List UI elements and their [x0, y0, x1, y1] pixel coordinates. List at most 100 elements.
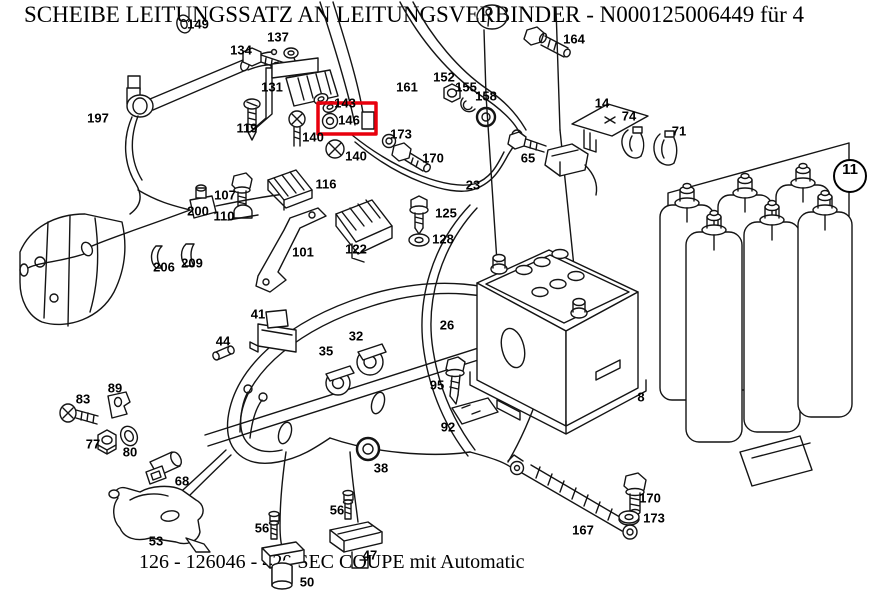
battery-icon: [470, 250, 646, 435]
washer-140b-icon: [326, 140, 344, 158]
part-label-38: 38: [373, 460, 389, 476]
clamp-plate-92-icon: [452, 398, 498, 424]
grommet-158-icon: [477, 108, 495, 126]
bolt-164-icon: [524, 27, 571, 58]
part-label-89: 89: [107, 380, 123, 396]
cable-26-icon: [422, 205, 477, 456]
clamp-35-icon: [326, 366, 354, 395]
part-label-170: 170: [639, 490, 661, 506]
part-label-137: 137: [267, 29, 289, 45]
clip-206-icon: [152, 246, 163, 268]
sensor-200-icon: [20, 185, 285, 276]
part-label-119: 119: [236, 120, 258, 136]
part-label-65: 65: [520, 150, 536, 166]
washer-128-icon: [409, 234, 429, 246]
part-label-71: 71: [671, 123, 687, 139]
bolt-107-icon: [232, 173, 252, 212]
part-label-158: 158: [475, 88, 497, 104]
part-label-41: 41: [250, 306, 266, 322]
part-label-131: 131: [261, 79, 283, 95]
bolt-95-icon: [446, 357, 465, 404]
clamp-32-icon: [357, 344, 386, 375]
terminal-clamp-icon: [545, 144, 597, 195]
part-label-32: 32: [348, 328, 364, 344]
main-cable-icon: [320, 2, 578, 306]
clamp-110-icon: [228, 205, 258, 220]
connector-122-icon: [336, 200, 392, 262]
part-label-134: 134: [230, 42, 252, 58]
part-label-107: 107: [214, 187, 236, 203]
part-label-125: 125: [435, 205, 457, 221]
part-label-53: 53: [148, 533, 164, 549]
part-label-143: 143: [334, 95, 356, 111]
cable-197-icon: [126, 50, 279, 215]
part-label-74: 74: [621, 108, 637, 124]
part-label-8: 8: [637, 389, 645, 405]
bolt-170b-icon: [624, 473, 646, 515]
part-label-173: 173: [390, 126, 412, 142]
part-label-77: 77: [85, 436, 101, 452]
part-label-35: 35: [318, 343, 334, 359]
washer-173a-icon: [383, 135, 396, 148]
bracket-131-icon: [250, 58, 338, 132]
highlight-box: [318, 103, 376, 134]
screw-140a-icon: [289, 111, 305, 146]
part-label-152: 152: [433, 69, 455, 85]
part-label-140: 140: [345, 148, 367, 164]
part-label-44: 44: [215, 333, 231, 349]
clip-71-icon: [654, 131, 677, 165]
part-label-170: 170: [422, 150, 444, 166]
washer-155-icon: [461, 98, 475, 112]
plate-89-icon: [108, 392, 130, 418]
washer-173b-icon: [619, 511, 639, 525]
part-label-200: 200: [187, 203, 209, 219]
part-label-95: 95: [429, 377, 445, 393]
grommet-38-icon: [357, 438, 379, 460]
page-title: SCHEIBE LEITUNGSSATZ AN LEITUNGSVERBINDE…: [24, 2, 805, 27]
part-label-155: 155: [455, 79, 477, 95]
part-label-128: 128: [432, 231, 454, 247]
part-label-56: 56: [254, 520, 270, 536]
terminal-68-icon: [146, 450, 183, 484]
part-label-173: 173: [643, 510, 665, 526]
part-label-50: 50: [299, 574, 315, 590]
clamp-53-icon: [109, 486, 210, 552]
screw-83-icon: [60, 404, 98, 424]
part-label-56: 56: [329, 502, 345, 518]
bolt-65-icon: [508, 132, 546, 152]
connector-116-icon: [268, 170, 312, 210]
ground-strap-167-icon: [508, 455, 637, 539]
washer-146-icon: [323, 112, 375, 129]
part-label-26: 26: [439, 317, 455, 333]
part-label-161: 161: [396, 79, 418, 95]
washer-143-icon: [313, 92, 339, 114]
nut-152-icon: [444, 84, 460, 102]
callout-11: 11: [833, 159, 867, 193]
page-caption: 126 - 126046 - 420 SEC COUPE mit Automat…: [139, 551, 525, 573]
part-label-206: 206: [153, 259, 175, 275]
cell-block-icon: [660, 143, 852, 486]
part-label-197: 197: [87, 110, 109, 126]
part-label-110: 110: [213, 208, 235, 224]
part-label-146: 146: [338, 112, 360, 128]
bolt-134-icon: [243, 48, 291, 72]
part-label-83: 83: [75, 391, 91, 407]
part-label-167: 167: [572, 522, 594, 538]
part-label-14: 14: [594, 95, 610, 111]
part-label-140: 140: [302, 129, 324, 145]
plate-14-icon: [572, 104, 648, 152]
part-label-23: 23: [465, 177, 481, 193]
bolt-170a-icon: [392, 143, 432, 173]
bracket-41-icon: [250, 310, 296, 352]
part-label-116: 116: [315, 176, 337, 192]
screw-56b-icon: [269, 512, 279, 540]
washer-137-icon: [284, 48, 302, 78]
part-label-122: 122: [345, 241, 367, 257]
bracket-101-icon: [256, 208, 326, 292]
part-label-209: 209: [181, 255, 203, 271]
screw-119-icon: [244, 99, 260, 140]
part-label-92: 92: [440, 419, 456, 435]
